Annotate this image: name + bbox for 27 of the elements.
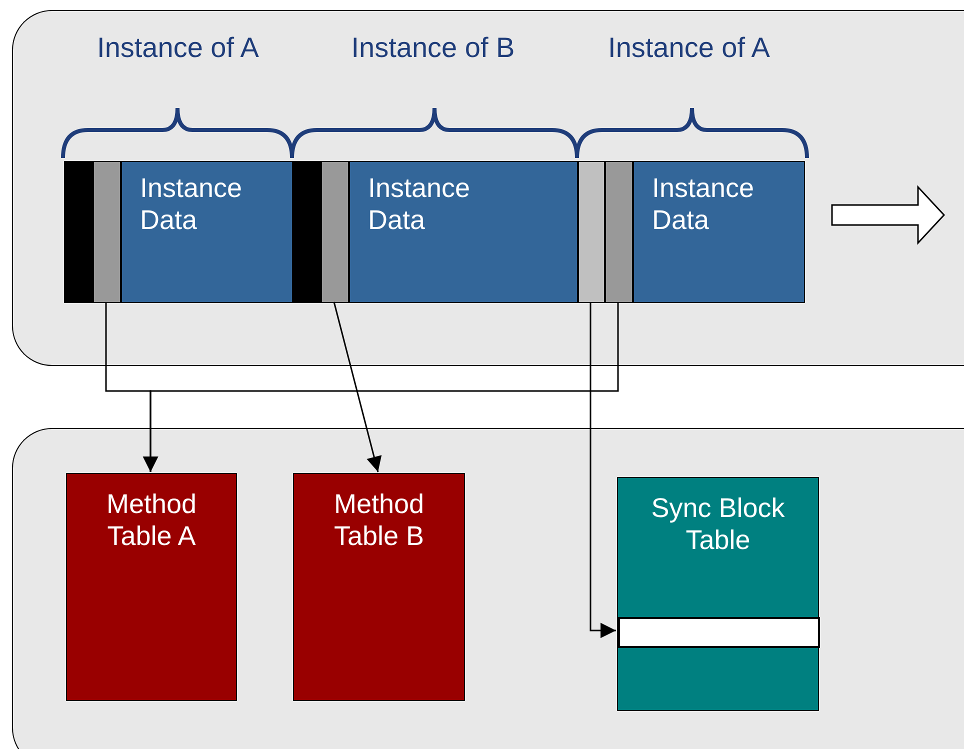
bracket-label: Instance of A — [96, 31, 260, 65]
table-title: Sync Block Table — [650, 492, 786, 557]
bracket-label: Instance of A — [607, 31, 771, 65]
sync-block-table — [617, 477, 819, 711]
table-entry-slot — [618, 617, 820, 648]
object-header-bar — [293, 161, 321, 303]
type-pointer-bar — [605, 161, 633, 303]
block-label: Instance Data — [368, 172, 472, 237]
instance-data-block — [121, 161, 293, 303]
table-title: Method Table B — [332, 488, 426, 553]
type-pointer-bar — [321, 161, 349, 303]
type-pointer-bar — [93, 161, 121, 303]
method-table-block — [66, 473, 237, 701]
memory-panel — [12, 428, 964, 749]
sync-index-bar — [578, 161, 605, 303]
arrow — [590, 302, 616, 638]
memory-panel — [12, 10, 964, 366]
arrow — [142, 302, 619, 472]
bracket-label: Instance of B — [350, 31, 516, 65]
instance-data-block — [633, 161, 805, 303]
instance-data-block — [349, 161, 578, 303]
arrow — [333, 302, 382, 472]
block-label: Instance Data — [140, 172, 244, 237]
block-label: Instance Data — [652, 172, 756, 237]
object-header-bar — [64, 161, 93, 303]
table-title: Method Table A — [105, 488, 198, 553]
method-table-block — [293, 473, 465, 701]
